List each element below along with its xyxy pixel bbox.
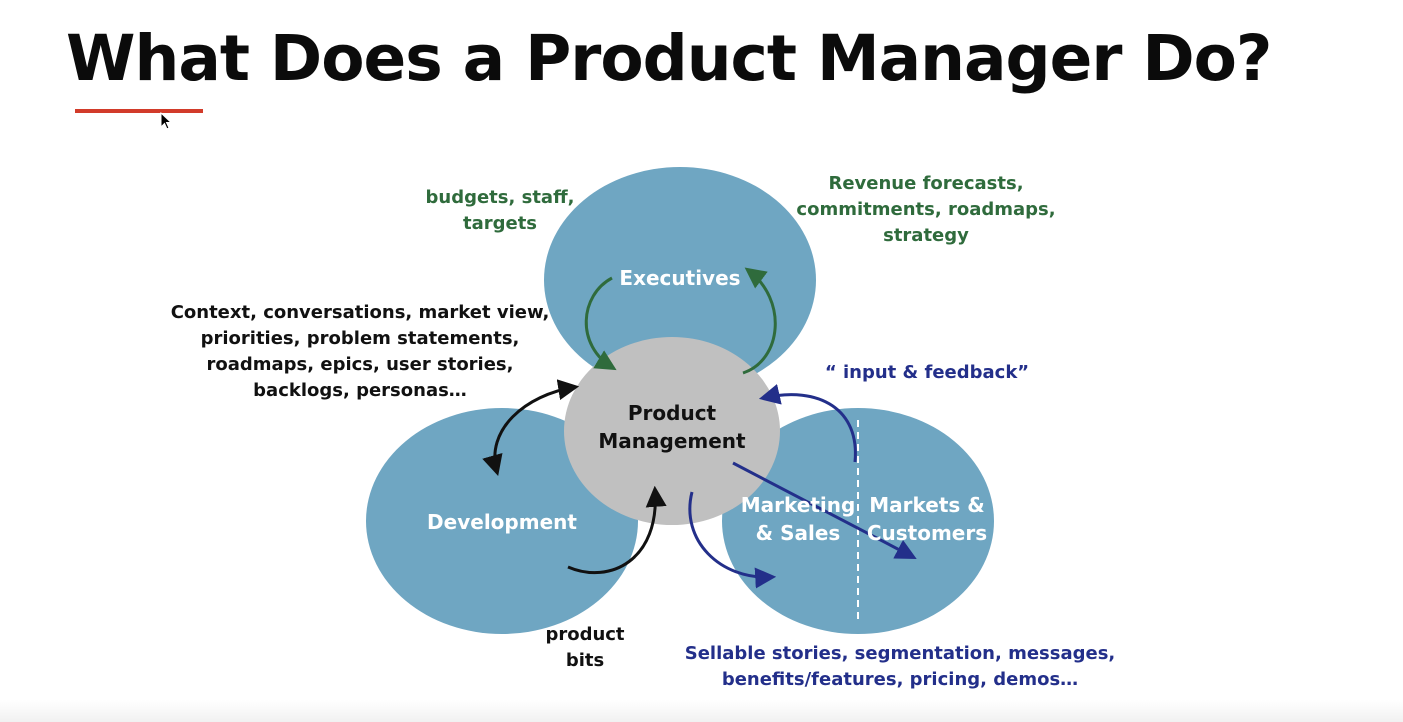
marketing-outputs-note: Sellable stories, segmentation, messages… bbox=[660, 641, 1140, 693]
executives-label: Executives bbox=[619, 266, 741, 290]
dev-note-line2: priorities, problem statements, bbox=[200, 328, 520, 349]
dev-note-line4: backlogs, personas… bbox=[253, 380, 467, 401]
feedback-arrow bbox=[758, 384, 857, 463]
pm-to-exec-arrow bbox=[742, 267, 777, 375]
exec-inputs-line1: budgets, staff, bbox=[425, 187, 575, 208]
dev-to-pm-arrow bbox=[567, 485, 667, 575]
product-bits-note: product bits bbox=[525, 622, 645, 674]
slide-title: What Does a Product Manager Do? bbox=[66, 22, 1272, 95]
product-management-label: Product Management bbox=[572, 399, 772, 455]
marketing-note-line2: benefits/features, pricing, demos… bbox=[721, 669, 1079, 690]
feedback-note: “ input & feedback” bbox=[824, 362, 1030, 383]
mouse-cursor-icon bbox=[160, 112, 173, 130]
exec-outputs-note: Revenue forecasts, commitments, roadmaps… bbox=[786, 171, 1066, 249]
product-bits-line2: bits bbox=[565, 650, 605, 671]
bottom-shadow bbox=[0, 700, 1403, 722]
pm-to-dev-arrow bbox=[482, 379, 580, 477]
marketing-note-line1: Sellable stories, segmentation, messages… bbox=[684, 643, 1116, 664]
markets-label-line2: Customers bbox=[866, 521, 988, 545]
exec-inputs-line2: targets bbox=[462, 213, 538, 234]
title-underline bbox=[75, 109, 203, 113]
executives-circle bbox=[544, 167, 816, 393]
marketing-label-line2: & Sales bbox=[755, 521, 841, 545]
pm-label-line2: Management bbox=[598, 429, 746, 453]
pm-to-markets-arrow bbox=[732, 461, 917, 559]
exec-inputs-note: budgets, staff, targets bbox=[400, 185, 600, 237]
marketing-sales-label: Marketing & Sales bbox=[738, 491, 858, 547]
dev-note-line3: roadmaps, epics, user stories, bbox=[206, 354, 514, 375]
markets-label-line1: Markets & bbox=[869, 493, 985, 517]
pm-to-marketing-arrow bbox=[688, 491, 777, 589]
development-inputs-note: Context, conversations, market view, pri… bbox=[160, 300, 560, 404]
exec-outputs-line2: commitments, roadmaps, bbox=[796, 199, 1056, 220]
development-label: Development bbox=[427, 510, 577, 534]
product-management-circle bbox=[564, 337, 780, 525]
product-bits-line1: product bbox=[545, 624, 625, 645]
dev-note-line1: Context, conversations, market view, bbox=[170, 302, 550, 323]
marketing-label-line1: Marketing bbox=[740, 493, 856, 517]
exec-to-pm-arrow bbox=[584, 276, 617, 371]
pm-label-line1: Product bbox=[627, 401, 717, 425]
exec-outputs-line3: strategy bbox=[883, 225, 969, 246]
markets-customers-label: Markets & Customers bbox=[862, 491, 992, 547]
exec-outputs-line1: Revenue forecasts, bbox=[828, 173, 1024, 194]
